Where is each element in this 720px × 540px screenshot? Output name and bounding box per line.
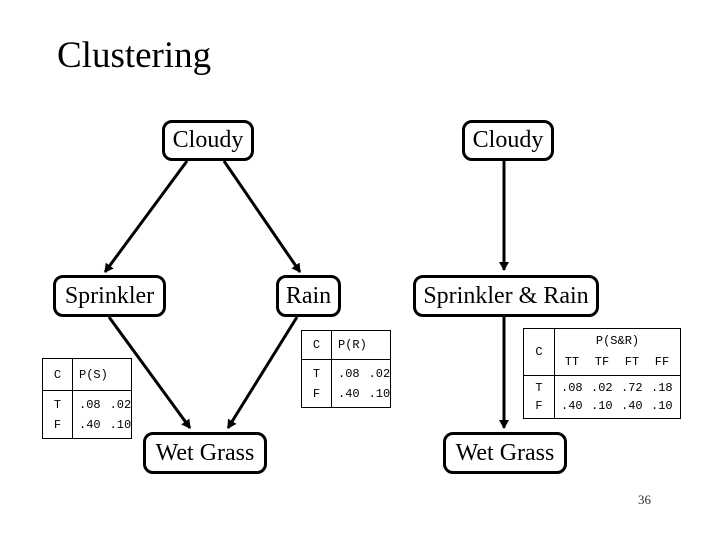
table-header-row: C P(R) bbox=[302, 331, 390, 360]
node-sprinkler: Sprinkler bbox=[53, 275, 166, 317]
edge-sprinkler-to-wet-grass bbox=[107, 316, 192, 429]
table-header-cell: P(S) bbox=[79, 367, 108, 382]
edge-rain-to-wet-grass bbox=[226, 316, 299, 429]
table-condition-cell: T F bbox=[524, 376, 555, 418]
node-rain: Rain bbox=[276, 275, 341, 317]
table-condition-cell: T F bbox=[302, 360, 332, 407]
table-header-cell: P(R) bbox=[338, 338, 367, 352]
table-header-row: C P(S) bbox=[43, 359, 131, 391]
page-number: 36 bbox=[638, 492, 651, 507]
node-wet-grass-left: Wet Grass bbox=[143, 432, 267, 474]
table-title: P(S&R) bbox=[595, 334, 640, 348]
table-condition-cell: T F bbox=[43, 391, 73, 438]
table-values-cell: .08 .02 .72 .18 .40 .10 .40 .10 bbox=[561, 381, 673, 413]
edge-cloudy-to-sprinkler bbox=[103, 160, 189, 273]
slide-title: Clustering bbox=[57, 35, 212, 76]
table-corner-cell: C bbox=[43, 359, 73, 390]
table-values-cell: .08 .02 .40 .10 bbox=[338, 366, 391, 401]
node-label: Sprinkler & Rain bbox=[423, 282, 589, 309]
table-corner-cell: C bbox=[302, 331, 332, 359]
edge-cloudy-to-rain bbox=[222, 160, 302, 273]
table-data-row: T F .08 .02 .40 .10 bbox=[302, 360, 390, 407]
node-label: Sprinkler bbox=[64, 282, 155, 309]
node-label: Cloudy bbox=[472, 127, 544, 153]
table-data-row: T F .08 .02 .72 .18 .40 .10 .40 .10 bbox=[524, 376, 680, 418]
table-data-row: T F .08 .02 .40 .10 bbox=[43, 391, 131, 438]
joint-probability-table: C P(S&R) TT TF FT FF T F .08 .02 bbox=[523, 328, 681, 419]
node-label: Rain bbox=[285, 282, 332, 309]
table-header-row: C P(S&R) TT TF FT FF bbox=[524, 329, 680, 376]
table-column-headers: TT TF FT FF bbox=[564, 355, 670, 369]
node-label: Cloudy bbox=[172, 127, 244, 153]
table-corner-cell: C bbox=[524, 329, 555, 375]
rain-probability-table: C P(R) T F .08 .02 .40 .10 bbox=[301, 330, 391, 408]
sprinkler-probability-table: C P(S) T F .08 .02 .40 .10 bbox=[42, 358, 132, 439]
node-cloudy-left: Cloudy bbox=[162, 120, 254, 161]
table-header-cell: P(S&R) TT TF FT FF bbox=[555, 329, 680, 375]
node-sprinkler-and-rain-cluster: Sprinkler & Rain bbox=[413, 275, 599, 317]
node-cloudy-right: Cloudy bbox=[462, 120, 554, 161]
node-wet-grass-right: Wet Grass bbox=[443, 432, 567, 474]
node-label: Wet Grass bbox=[155, 439, 255, 466]
node-label: Wet Grass bbox=[455, 439, 555, 466]
table-values-cell: .08 .02 .40 .10 bbox=[79, 397, 132, 432]
